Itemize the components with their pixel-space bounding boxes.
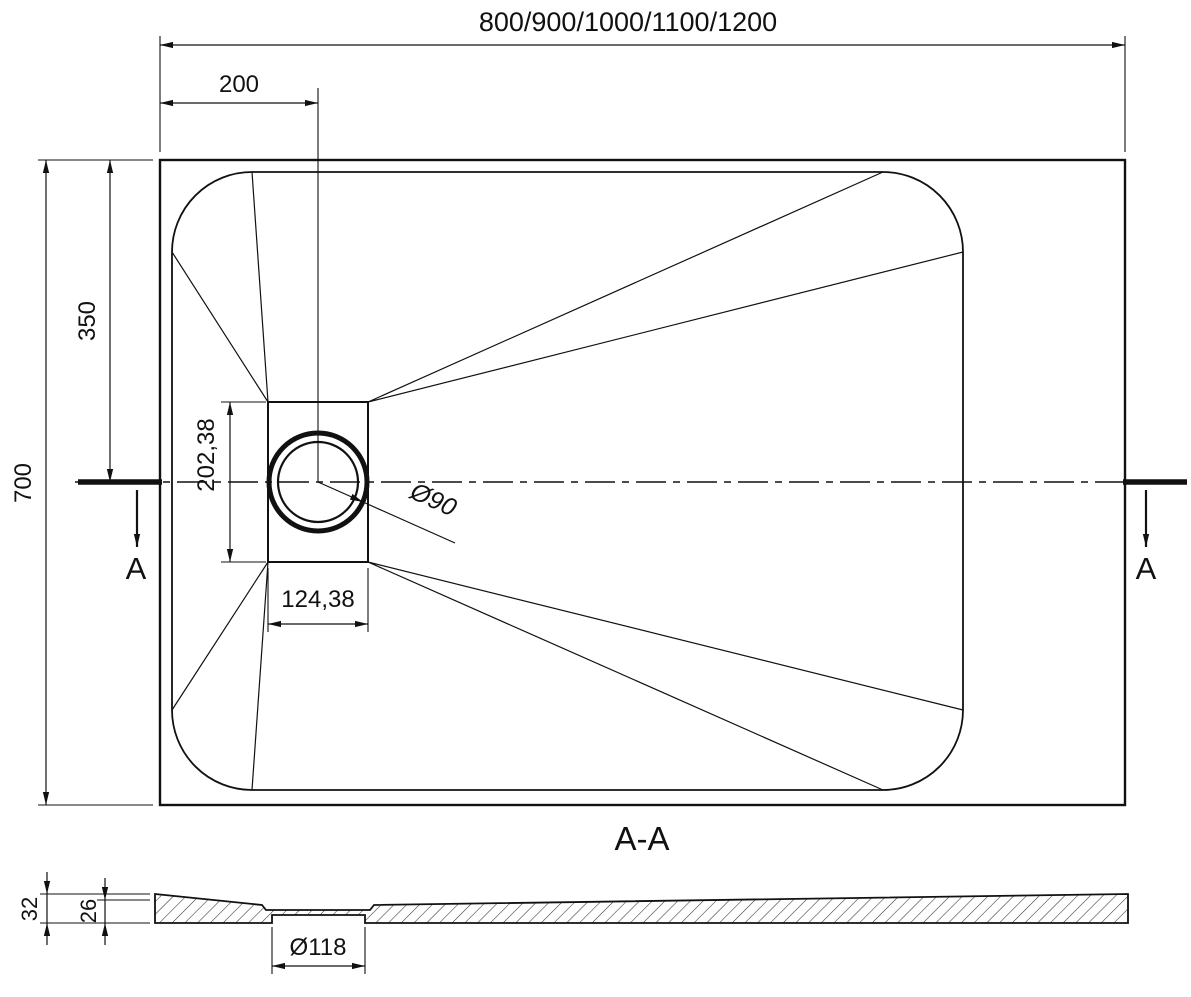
drain-offset-y-dimension: 350	[74, 160, 114, 482]
top-view: 800/900/1000/1100/1200 200 700 350 202,3…	[10, 7, 1187, 807]
slope-lines	[171, 171, 964, 791]
depth-label: 700	[10, 463, 37, 503]
base-thickness-label: 26	[76, 899, 101, 923]
drain-offset-x-dimension: 200	[160, 71, 318, 107]
drain-box-width-label: 124,38	[281, 586, 354, 613]
section-view: 32 26 Ø118	[17, 872, 1129, 974]
section-marker-label-right: A	[1136, 551, 1157, 586]
leader-arrow	[317, 481, 364, 503]
section-profile	[154, 893, 1129, 924]
depth-dimension: 700	[10, 159, 153, 806]
drain-box-height-label: 202,38	[193, 418, 220, 491]
total-thickness-dimension: 32	[17, 872, 51, 945]
section-cut-marker-left: A	[126, 490, 147, 586]
drain-box-height-dimension: 202,38	[193, 401, 266, 563]
drain-diameter-label: Ø90	[405, 477, 461, 523]
overall-width-dimension: 800/900/1000/1100/1200	[159, 7, 1126, 152]
tray-basin-edge	[171, 171, 964, 791]
drain-hole-dimension: Ø118	[271, 927, 366, 974]
extension-lines	[159, 36, 1126, 152]
extension-lines	[38, 159, 153, 806]
leader-line	[362, 501, 456, 544]
drain-box-width-dimension: 124,38	[267, 568, 369, 632]
drain-offset-y-label: 350	[74, 301, 101, 341]
overall-width-label: 800/900/1000/1100/1200	[479, 7, 777, 37]
section-title: A-A	[614, 820, 669, 857]
thickness-extension-lines	[40, 893, 150, 924]
total-thickness-label: 32	[17, 897, 42, 921]
section-cut-marker-right: A	[1136, 490, 1157, 586]
drain-hole-label: Ø118	[290, 934, 347, 961]
section-marker-label-left: A	[126, 551, 147, 586]
base-thickness-dimension: 26	[76, 878, 109, 945]
drain-offset-x-label: 200	[219, 71, 259, 98]
